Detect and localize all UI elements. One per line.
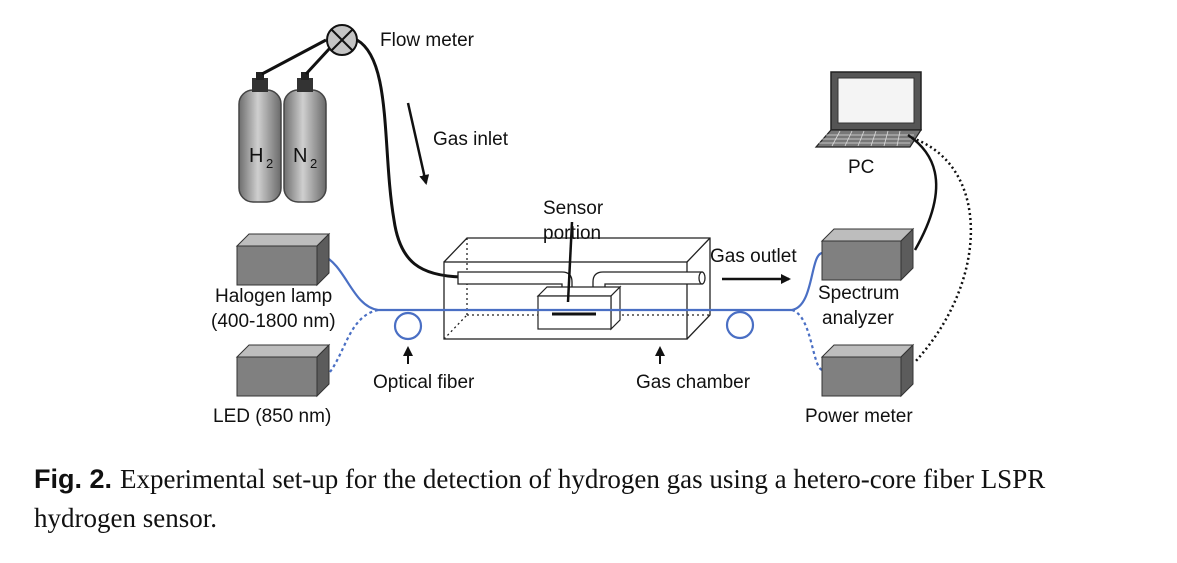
h2-gas-line: [261, 38, 327, 76]
optical-fiber-label: Optical fiber: [373, 372, 475, 393]
figure-caption: Fig. 2. Experimental set-up for the dete…: [34, 462, 1144, 540]
gas-inlet-arrow: [406, 102, 430, 185]
halogen-label-line1: Halogen lamp: [215, 286, 332, 307]
led-label: LED (850 nm): [213, 406, 331, 427]
caption-label: Fig. 2.: [34, 464, 113, 494]
pc-spectrum-cable: [907, 133, 938, 251]
pc-label: PC: [848, 157, 874, 178]
n2-gas-line: [304, 46, 332, 76]
h2-label: H: [249, 145, 263, 167]
gas-inlet-label: Gas inlet: [433, 129, 509, 150]
gas-chamber-label: Gas chamber: [636, 372, 751, 393]
flow-meter-label: Flow meter: [380, 30, 475, 51]
n2-subscript: 2: [310, 156, 317, 171]
n2-cylinder: N 2: [283, 72, 327, 203]
pc-laptop-icon: [814, 71, 923, 148]
spectrum-label-line1: Spectrum: [818, 283, 899, 304]
pc-power-meter-cable: [911, 136, 973, 363]
gas-outlet-label: Gas outlet: [710, 246, 797, 267]
h2-cylinder: H 2: [238, 72, 282, 203]
sensor-label-line1: Sensor: [543, 198, 604, 219]
spectrum-label-line2: analyzer: [822, 308, 894, 329]
n2-label: N: [293, 145, 307, 167]
h2-subscript: 2: [266, 156, 273, 171]
led-source: [235, 343, 331, 398]
caption-text: Experimental set-up for the detection of…: [34, 464, 1046, 533]
sensor-block: [536, 285, 622, 331]
sensor-pointer: [566, 221, 574, 303]
spectrum-analyzer: [820, 227, 915, 282]
halogen-lamp: [235, 232, 331, 287]
power-meter-label: Power meter: [805, 406, 913, 427]
power-meter: [820, 343, 915, 398]
halogen-label-line2: (400-1800 nm): [211, 311, 336, 332]
flow-meter-icon: [326, 24, 358, 56]
gas-inlet-line: [356, 38, 463, 279]
optical-fiber: [321, 251, 823, 373]
